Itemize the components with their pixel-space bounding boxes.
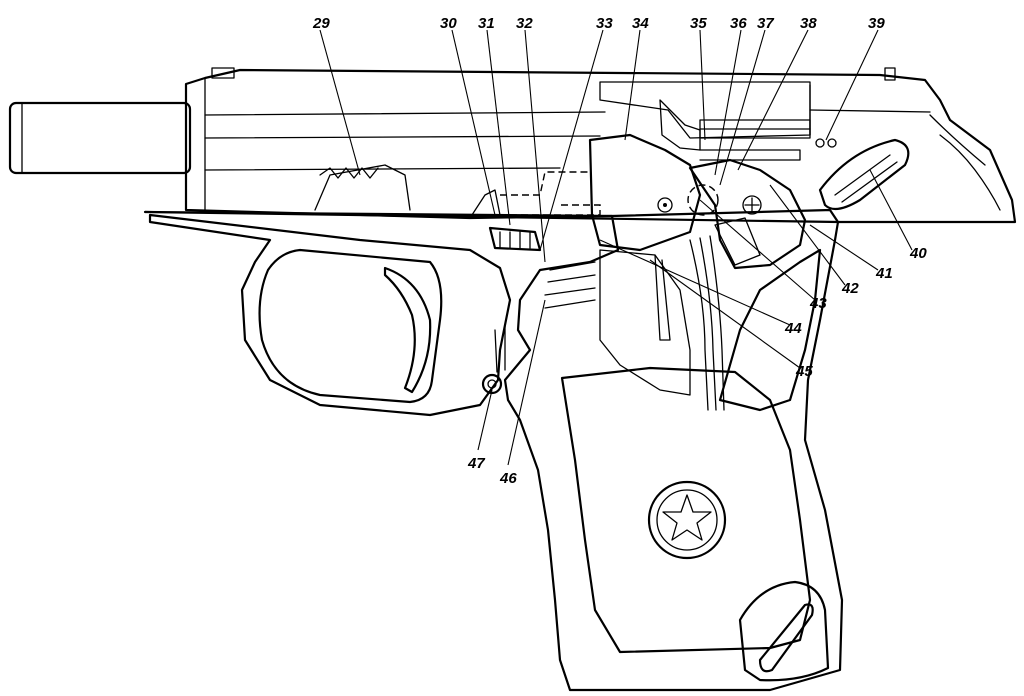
callout-44: 44 [784, 320, 802, 337]
slide-section-hatched [599, 81, 811, 139]
callout-38: 38 [800, 15, 817, 32]
callout-39: 39 [868, 15, 885, 32]
callout-42: 42 [841, 280, 859, 297]
callout-47: 47 [467, 455, 485, 472]
callout-34: 34 [632, 15, 649, 32]
callout-40: 40 [909, 245, 927, 262]
grip [560, 248, 822, 654]
recoil-spring [314, 164, 411, 211]
callout-33: 33 [596, 15, 613, 32]
magazine-base [738, 580, 830, 682]
callout-labels: 29 30 31 32 33 34 35 36 37 38 39 40 41 4… [312, 15, 927, 487]
callout-29: 29 [312, 15, 330, 32]
callout-46: 46 [499, 470, 517, 487]
callout-30: 30 [440, 15, 457, 32]
callout-41: 41 [875, 265, 893, 282]
callout-45: 45 [795, 363, 813, 380]
callout-43: 43 [809, 295, 827, 312]
callout-35: 35 [690, 15, 707, 32]
callout-37: 37 [757, 15, 774, 32]
frame [143, 210, 844, 692]
leader-lines [319, 29, 913, 466]
callout-31: 31 [478, 15, 495, 32]
callout-32: 32 [516, 15, 533, 32]
trigger [383, 266, 432, 394]
barrel [8, 101, 192, 175]
frame-pin [481, 324, 506, 395]
callout-36: 36 [730, 15, 747, 32]
